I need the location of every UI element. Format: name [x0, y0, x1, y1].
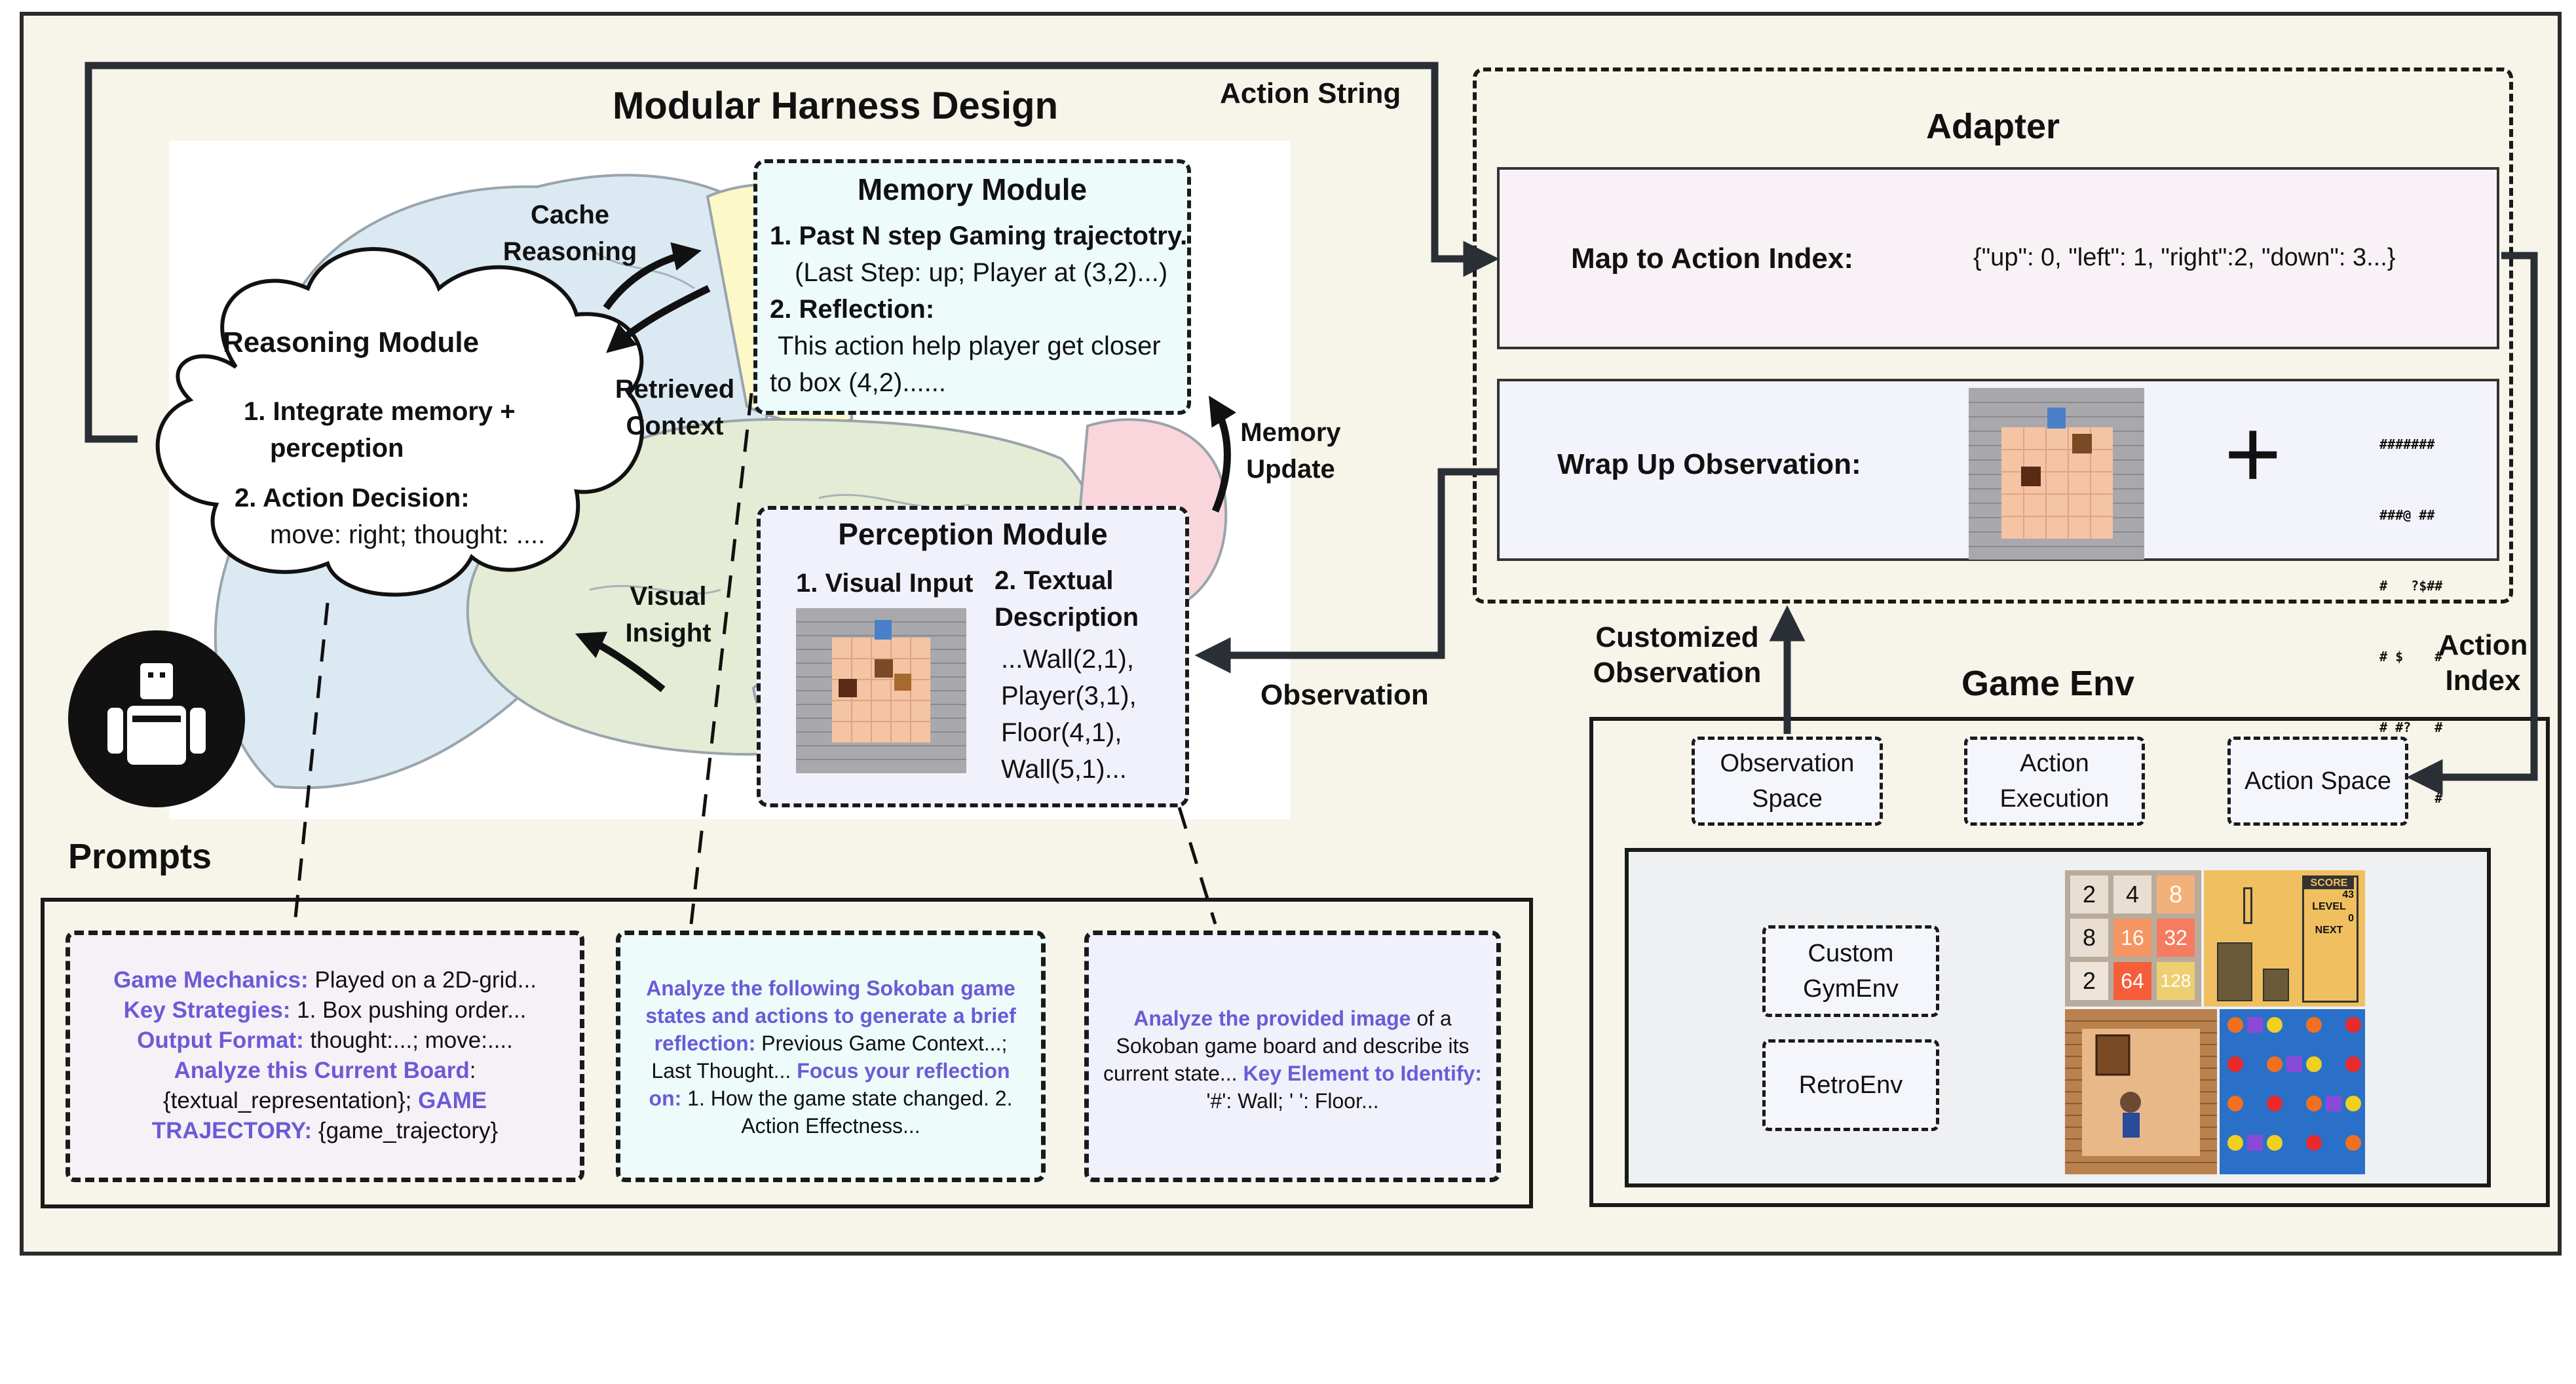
- memory-update-arrow: [1209, 395, 1236, 513]
- prompts-title: Prompts: [68, 837, 212, 876]
- visual-insight-arrow: [575, 632, 666, 693]
- reasoning-item-1: 1. Integrate memory +: [244, 397, 516, 426]
- tile-2048-6: 32: [2157, 919, 2195, 957]
- tetris-next-label: NEXT: [2315, 925, 2343, 936]
- action-index-arrow: [2406, 252, 2538, 796]
- tetris-piece-i: [2243, 887, 2252, 924]
- tile-2048-1: 2: [2070, 875, 2108, 913]
- callout-perception: [1177, 807, 1217, 925]
- tile-2048-7: 2: [2070, 962, 2108, 1000]
- memory-module: [753, 159, 1191, 415]
- prompt-card-perception: Analyze the provided image of a Sokoban …: [1084, 931, 1501, 1182]
- observation-label: Observation: [1260, 679, 1429, 711]
- tetris-stack-left: [2217, 942, 2252, 1001]
- action-string-label: Action String: [1220, 77, 1401, 109]
- sokoban-adapter-image: [1969, 388, 2144, 560]
- tetris-stack-right: [2263, 969, 2289, 1001]
- memory-line-2: (Last Step: up; Player at (3,2)...): [795, 258, 1168, 287]
- textual-label-1: 2. Textual: [994, 566, 1114, 595]
- game-tetris: SCORE 43 LEVEL 0 NEXT: [2204, 870, 2365, 1007]
- perception-desc-1: ...Wall(2,1),: [1001, 645, 1134, 674]
- main-title: Modular Harness Design: [612, 85, 1059, 127]
- prompts-box: [41, 898, 1533, 1208]
- memory-line-3: 2. Reflection:: [770, 295, 935, 324]
- tetris-panel: SCORE 43 LEVEL 0 NEXT: [2302, 875, 2358, 1003]
- tile-2048-9: 128: [2157, 962, 2195, 1000]
- sokoban-board-adapter: [1969, 388, 2144, 560]
- tetris-level: 0: [2348, 913, 2354, 924]
- reasoning-item-1b: perception: [270, 434, 404, 463]
- candy-grid-image: [2227, 1017, 2361, 1151]
- tile-2048-4: 8: [2070, 919, 2108, 957]
- robot-icon: [107, 663, 206, 765]
- reasoning-item-2b: move: right; thought: ....: [270, 520, 546, 549]
- robot-avatar: [68, 630, 245, 807]
- perception-title: Perception Module: [838, 517, 1108, 551]
- game-2048: 2 4 8 8 16 32 2 64 128: [2065, 870, 2201, 1007]
- perception-desc-2: Player(3,1),: [1001, 682, 1137, 710]
- action-space-box: Action Space: [2227, 737, 2408, 826]
- memory-title: Memory Module: [857, 172, 1088, 206]
- perception-desc-4: Wall(5,1)...: [1001, 755, 1127, 784]
- tetris-level-label: LEVEL: [2312, 901, 2346, 912]
- tetris-score: 43: [2342, 889, 2354, 900]
- sokoban-perception-image: [796, 608, 966, 773]
- cache-arrow-up: [603, 242, 702, 311]
- reasoning-item-2: 2. Action Decision:: [235, 484, 470, 512]
- cache-arrow-down: [606, 285, 711, 353]
- prompt-card-memory: Analyze the following Sokoban game state…: [616, 931, 1046, 1182]
- sokoban-level-image: [2065, 1020, 2217, 1163]
- game-candy: [2220, 1009, 2365, 1174]
- map-action-value: {"up": 0, "left": 1, "right":2, "down": …: [1973, 244, 2396, 271]
- adapter-box: [1473, 67, 2513, 604]
- tile-2048-2: 4: [2113, 875, 2151, 913]
- map-action-label: Map to Action Index:: [1571, 242, 1854, 275]
- tetris-score-label: SCORE: [2304, 877, 2354, 889]
- memory-line-1: 1. Past N step Gaming trajectotry.: [770, 221, 1188, 250]
- callout-memory: [689, 393, 753, 925]
- memory-line-5: to box (4,2)......: [770, 368, 947, 397]
- tile-2048-3: 8: [2157, 875, 2195, 913]
- sokoban-board-perception: [796, 608, 966, 773]
- reasoning-title: Reasoning Module: [223, 326, 480, 358]
- observation-arrow: [1194, 468, 1497, 674]
- plus-symbol: +: [2224, 398, 2282, 509]
- perception-desc-3: Floor(4,1),: [1001, 718, 1122, 747]
- game-sokoban-level: [2065, 1009, 2217, 1174]
- map-action-panel: [1497, 167, 2499, 349]
- textual-label-2: Description: [994, 603, 1139, 632]
- retroenv-box: RetroEnv: [1762, 1039, 1939, 1131]
- callout-reasoning: [293, 602, 330, 925]
- tile-2048-8: 64: [2113, 962, 2151, 1000]
- visual-input-label: 1. Visual Input: [796, 569, 974, 598]
- adapter-title: Adapter: [1925, 107, 2060, 146]
- wrap-observation-label: Wrap Up Observation:: [1557, 448, 1861, 480]
- game-env-box: [1589, 717, 2550, 1207]
- action-string-arrow: [85, 62, 1500, 443]
- reasoning-cloud-shape: [155, 247, 644, 597]
- prompt-card-reasoning: Game Mechanics: Played on a 2D-grid... K…: [66, 931, 584, 1182]
- game-env-title: Game Env: [1961, 664, 2135, 703]
- memory-line-4: This action help player get closer: [778, 332, 1161, 360]
- tile-2048-5: 16: [2113, 919, 2151, 957]
